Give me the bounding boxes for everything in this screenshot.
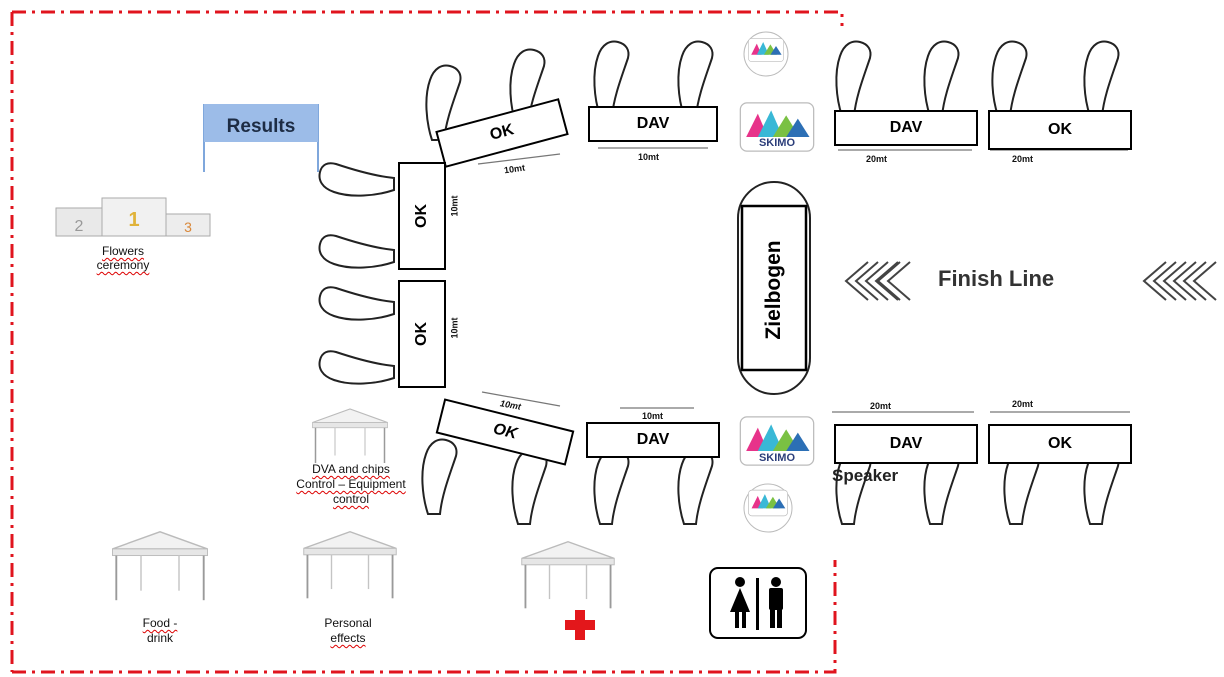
measure-left-2-text: 10mt (449, 317, 460, 339)
dva-tent-line1: DVA and chips (312, 462, 390, 476)
podium-icon: 2 1 3 (55, 197, 211, 237)
measure-left-1: 10mt (444, 195, 468, 236)
toilet-icon (709, 567, 807, 639)
left-banner-ok-2-text: OK (413, 322, 430, 346)
finish-arch: Zielbogen (737, 181, 811, 395)
food-tent-line1: Food - (142, 616, 178, 630)
logo-text-bottom: SKIMO (759, 452, 796, 464)
dav-skimo-logos (739, 31, 815, 533)
podium-place-1: 1 (128, 209, 139, 231)
measure-top-dav2: 20mt (866, 154, 888, 164)
measure-bottom-dav2: 20mt (870, 401, 892, 411)
measure-left-1-text: 10mt (449, 195, 460, 217)
results-label: Results (227, 116, 296, 137)
left-banner-ok-1: OK (398, 162, 446, 270)
podium-label-line2: ceremony (96, 258, 150, 272)
logo-text-top: SKIMO (759, 137, 796, 149)
measure-bottom-ok2: 20mt (1012, 399, 1034, 409)
left-banner-ok-2: OK (398, 280, 446, 388)
podium-label: Flowers ceremony (88, 244, 158, 272)
personal-tent-line2: effects (330, 631, 366, 645)
podium-place-2: 2 (75, 218, 84, 235)
chevron-arrows-icon (844, 261, 1217, 301)
measure-left-2: 10mt (444, 317, 468, 358)
event-boundary (10, 10, 844, 674)
top-banner-dav-1: DAV (588, 106, 718, 142)
dva-tent-line3: control (332, 492, 370, 506)
top-banner-dav-2: DAV (834, 110, 978, 146)
measurement-lines (477, 147, 1130, 413)
bottom-banner-dav-2: DAV (834, 424, 978, 464)
bottom-banner-dav-1: DAV (586, 422, 720, 458)
food-tent-line2: drink (146, 631, 173, 645)
food-tent-label: Food - drink (120, 616, 200, 646)
left-flags (318, 162, 395, 385)
measure-top-ok2: 20mt (1012, 154, 1034, 164)
bottom-banner-ok-2: OK (988, 424, 1132, 464)
dva-tent-label: DVA and chips Control – Equipment contro… (276, 462, 426, 507)
podium-label-line1: Flowers (101, 244, 144, 258)
red-cross-icon (565, 610, 595, 640)
measure-bottom-dav: 10mt (642, 411, 664, 421)
left-banner-ok-1-text: OK (413, 204, 430, 228)
finish-line-label: Finish Line (938, 266, 1055, 291)
top-banner-ok-2: OK (988, 110, 1132, 150)
dva-tent-line2: Control – Equipment (296, 477, 406, 491)
speaker-label: Speaker (832, 466, 899, 485)
results-sign: Results (203, 104, 319, 172)
personal-tent-label: Personal effects (300, 616, 396, 646)
finish-arch-label: Zielbogen (762, 240, 785, 339)
measure-top-dav: 10mt (638, 152, 660, 162)
podium-place-3: 3 (184, 219, 192, 235)
personal-tent-line1: Personal (324, 616, 372, 630)
